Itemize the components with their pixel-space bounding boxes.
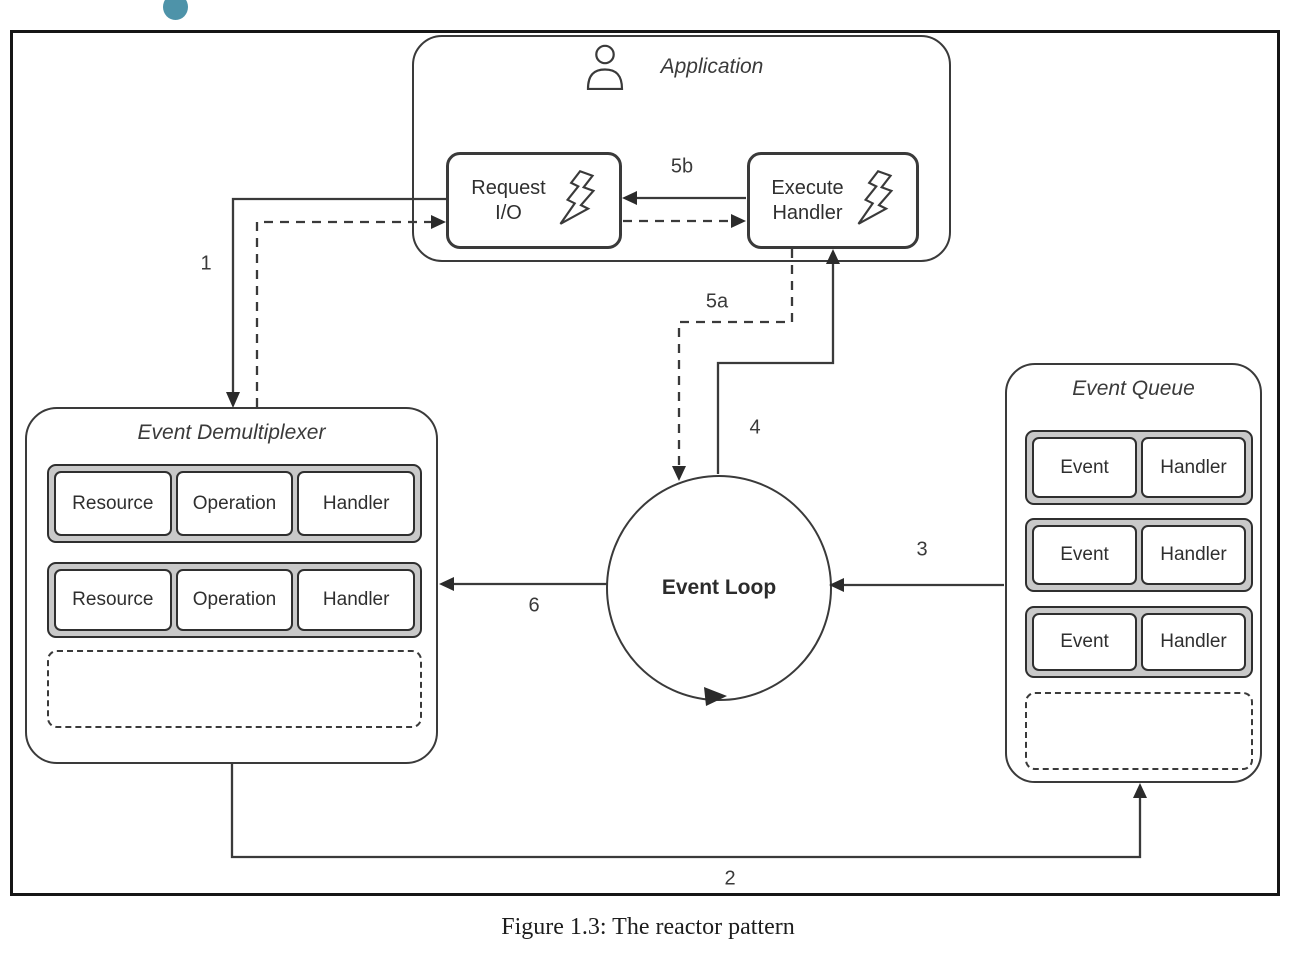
list-bullet-dot bbox=[163, 0, 188, 20]
event-cell: Event bbox=[1032, 437, 1137, 498]
step-label-5a: 5a bbox=[705, 290, 729, 313]
handler-cell: Handler bbox=[1141, 525, 1246, 585]
handler-cell: Handler bbox=[1141, 613, 1246, 671]
application-title: Application bbox=[660, 55, 764, 78]
operation-cell: Operation bbox=[175, 569, 294, 631]
event-loop-label: Event Loop bbox=[661, 576, 777, 599]
resource-cell: Resource bbox=[54, 471, 172, 536]
request-io-label: Request I/O bbox=[471, 176, 546, 224]
event-queue-title: Event Queue bbox=[1072, 377, 1195, 400]
event-cell: Event bbox=[1032, 613, 1137, 671]
handler-cell: Handler bbox=[1141, 437, 1246, 498]
step-label-5b: 5b bbox=[670, 155, 694, 178]
execute-handler-label: Execute Handler bbox=[771, 176, 844, 224]
step-label-6: 6 bbox=[528, 594, 540, 617]
handler-cell: Handler bbox=[297, 569, 416, 631]
execute-handler-node: Execute Handler bbox=[747, 152, 919, 249]
resource-cell: Resource bbox=[54, 569, 172, 631]
event-cell: Event bbox=[1032, 525, 1137, 585]
person-icon bbox=[584, 44, 626, 95]
diagram-frame bbox=[10, 30, 1280, 896]
operation-cell: Operation bbox=[175, 471, 294, 536]
demultiplexer-row: Resource Operation Handler bbox=[47, 464, 422, 543]
step-label-1: 1 bbox=[200, 252, 212, 275]
queue-empty-slot bbox=[1025, 692, 1253, 770]
step-label-2: 2 bbox=[724, 867, 736, 890]
event-loop-node: Event Loop bbox=[606, 475, 832, 701]
event-demultiplexer-title: Event Demultiplexer bbox=[137, 421, 326, 444]
demultiplexer-row: Resource Operation Handler bbox=[47, 562, 422, 638]
figure-caption: Figure 1.3: The reactor pattern bbox=[501, 914, 795, 940]
lightning-icon bbox=[854, 169, 895, 232]
lightning-icon bbox=[556, 169, 597, 232]
handler-cell: Handler bbox=[297, 471, 416, 536]
queue-row: Event Handler bbox=[1025, 430, 1253, 505]
queue-row: Event Handler bbox=[1025, 518, 1253, 592]
step-label-3: 3 bbox=[916, 538, 928, 561]
demultiplexer-empty-slot bbox=[47, 650, 422, 728]
queue-row: Event Handler bbox=[1025, 606, 1253, 678]
request-io-node: Request I/O bbox=[446, 152, 622, 249]
step-label-4: 4 bbox=[749, 416, 761, 439]
